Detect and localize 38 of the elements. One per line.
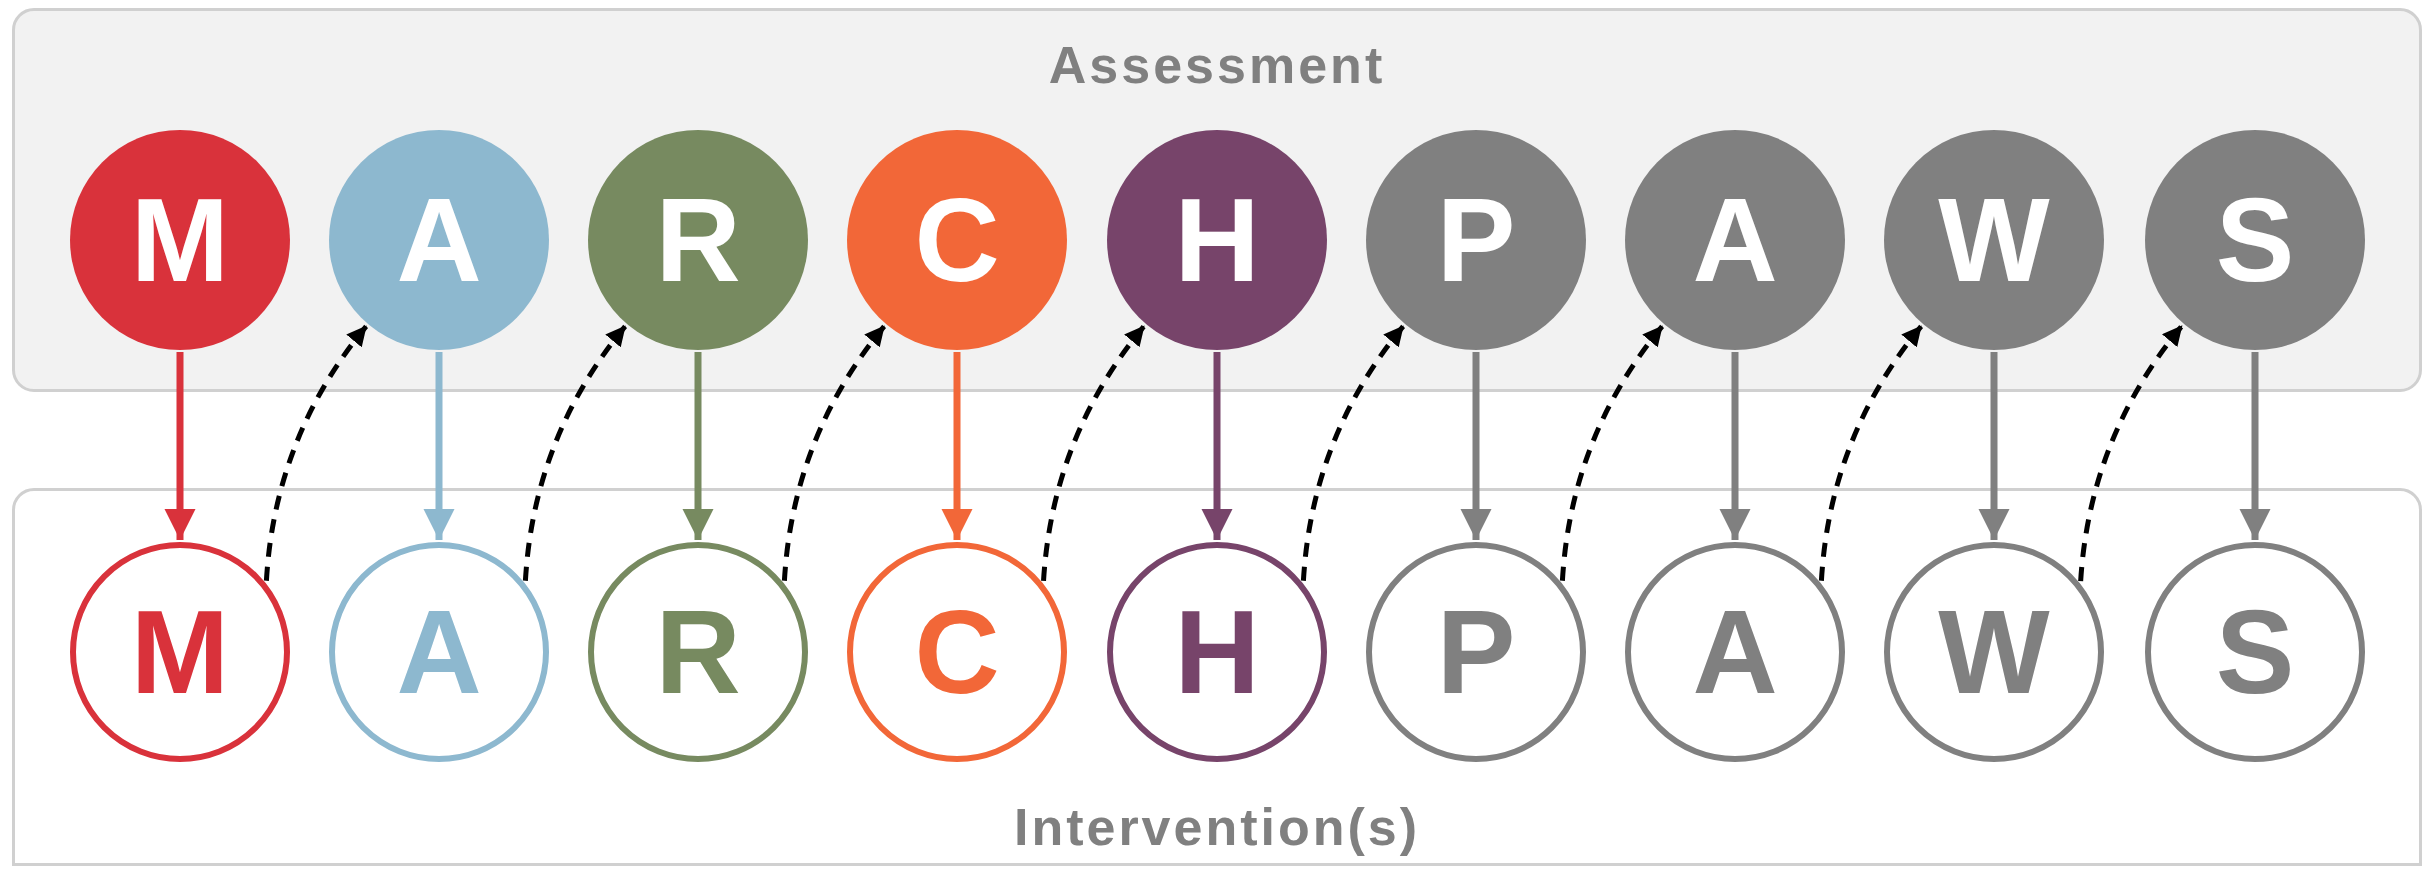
dashed-arrow (2078, 323, 2185, 582)
intervention-panel (12, 488, 2422, 866)
circle-letter: W (1938, 593, 2050, 711)
arrow (941, 352, 973, 540)
circle-letter: R (655, 181, 741, 299)
circle-letter: P (1436, 181, 1516, 299)
circle-letter: R (655, 593, 741, 711)
circle-letter: C (914, 593, 1000, 711)
circle-letter: H (1174, 593, 1260, 711)
arrow (1978, 352, 2010, 540)
arrow (1201, 352, 1233, 540)
assessment-panel (12, 8, 2422, 392)
circle-letter: W (1938, 181, 2050, 299)
panel-title: Assessment (1048, 39, 1386, 91)
arrow (423, 352, 455, 540)
circle-letter: P (1436, 593, 1516, 711)
circle-letter: S (2215, 181, 2295, 299)
circle-letter: C (914, 181, 1000, 299)
circle-letter: A (1692, 181, 1778, 299)
circle-letter: M (130, 181, 230, 299)
dashed-arrow (1559, 324, 1665, 581)
arrow (682, 352, 714, 540)
circle-letter: S (2215, 593, 2295, 711)
circle-letter: A (1692, 593, 1778, 711)
dashed-arrow (1041, 323, 1147, 582)
dashed-arrow (522, 324, 628, 581)
arrow (1719, 352, 1751, 540)
arrow (2239, 352, 2271, 540)
dashed-arrow (781, 324, 887, 581)
circle-letter: A (396, 181, 482, 299)
dashed-arrow (1818, 324, 1924, 581)
dashed-arrow (263, 324, 369, 581)
dashed-arrow (1300, 324, 1406, 581)
circle-letter: A (396, 593, 482, 711)
circle-letter: M (130, 593, 230, 711)
arrow (164, 352, 196, 540)
arrow (1460, 352, 1492, 540)
circle-letter: H (1174, 181, 1260, 299)
